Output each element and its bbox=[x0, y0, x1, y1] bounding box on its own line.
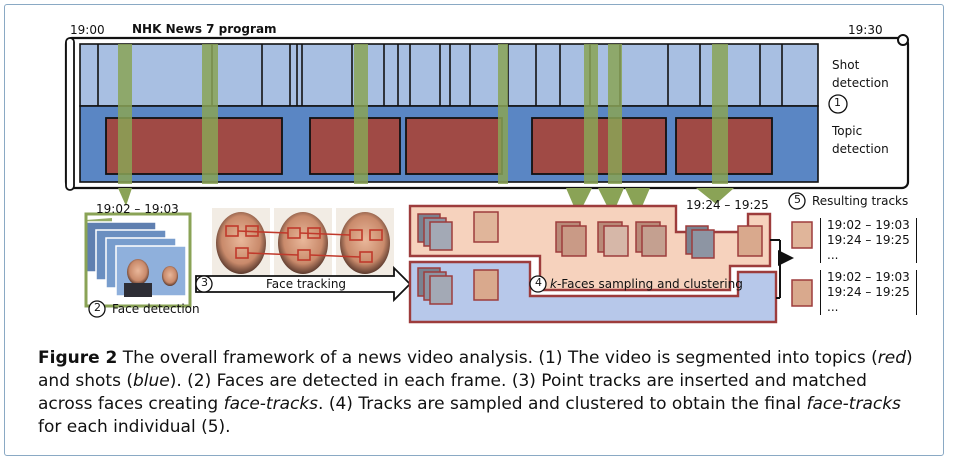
figure-frame bbox=[4, 4, 944, 456]
resulting-tracks-label: Resulting tracks bbox=[812, 194, 909, 208]
caption-text-1: The overall framework of a news video an… bbox=[122, 348, 878, 368]
step5-circle bbox=[788, 192, 806, 210]
caption-text-5: for each individual (5). bbox=[38, 417, 231, 437]
face-tracking-label: Face tracking bbox=[266, 277, 347, 291]
step3-circle bbox=[195, 275, 213, 293]
face-detection-label: Face detection bbox=[112, 302, 200, 316]
caption-text-3: ). (2) Faces are detected in each frame.… bbox=[38, 371, 867, 414]
shot-detection-label: Shot detection bbox=[832, 58, 889, 90]
result-arrows bbox=[770, 239, 794, 299]
step1-marker: 1 bbox=[834, 96, 841, 109]
range-right-label: 19:24 – 19:25 bbox=[686, 198, 769, 212]
step5-marker: 5 bbox=[794, 193, 801, 206]
track-line: 19:02 – 19:03 bbox=[827, 270, 910, 284]
topic-detection-label: Topic detection bbox=[832, 124, 889, 156]
program-title: NHK News 7 program bbox=[132, 22, 277, 36]
track-group-1: 19:02 – 19:03 19:24 – 19:25 ... bbox=[820, 218, 917, 263]
selection-funnels bbox=[118, 188, 734, 216]
caption-text-4: . (4) Tracks are sampled and clustered t… bbox=[318, 394, 807, 414]
shot-band bbox=[79, 43, 819, 107]
face-tracking-faces bbox=[212, 208, 394, 278]
time-end-label: 19:30 bbox=[848, 23, 883, 37]
caption-face-tracks-1: face-tracks bbox=[223, 394, 319, 414]
sampling-k: k bbox=[550, 277, 557, 291]
track-line: ... bbox=[827, 248, 839, 262]
track-line: 19:24 – 19:25 bbox=[827, 233, 910, 247]
face-thumbnails bbox=[417, 211, 813, 307]
step2-circle bbox=[88, 300, 106, 318]
caption-face-tracks-2: face-tracks bbox=[806, 394, 901, 414]
timeline-strip bbox=[64, 34, 910, 191]
figure-caption: Figure 2 The overall framework of a news… bbox=[38, 347, 918, 439]
figure-label: Figure 2 bbox=[38, 348, 118, 368]
step1-circle bbox=[828, 94, 848, 114]
sampling-label: k-Faces sampling and clustering bbox=[550, 277, 743, 291]
caption-text-2: ) and shots ( bbox=[38, 348, 913, 391]
track-group-2: 19:02 – 19:03 19:24 – 19:25 ... bbox=[820, 270, 917, 315]
step2-marker: 2 bbox=[94, 301, 101, 314]
range-left-label: 19:02 – 19:03 bbox=[96, 202, 179, 216]
selected-frames bbox=[118, 44, 728, 184]
clustering-regions bbox=[408, 204, 778, 324]
step4-circle bbox=[529, 275, 547, 293]
caption-blue: blue bbox=[132, 371, 170, 391]
face-tracking-arrow bbox=[195, 265, 412, 303]
step3-marker: 3 bbox=[201, 276, 208, 289]
framework-diagram bbox=[64, 34, 910, 324]
caption-red: red bbox=[877, 348, 907, 368]
track-line: 19:02 – 19:03 bbox=[827, 218, 910, 232]
face-detection-frames bbox=[84, 212, 192, 308]
step4-marker: 4 bbox=[535, 276, 542, 289]
track-line: 19:24 – 19:25 bbox=[827, 285, 910, 299]
time-start-label: 19:00 bbox=[70, 23, 105, 37]
track-line: ... bbox=[827, 300, 839, 314]
sampling-text: -Faces sampling and clustering bbox=[556, 277, 743, 291]
